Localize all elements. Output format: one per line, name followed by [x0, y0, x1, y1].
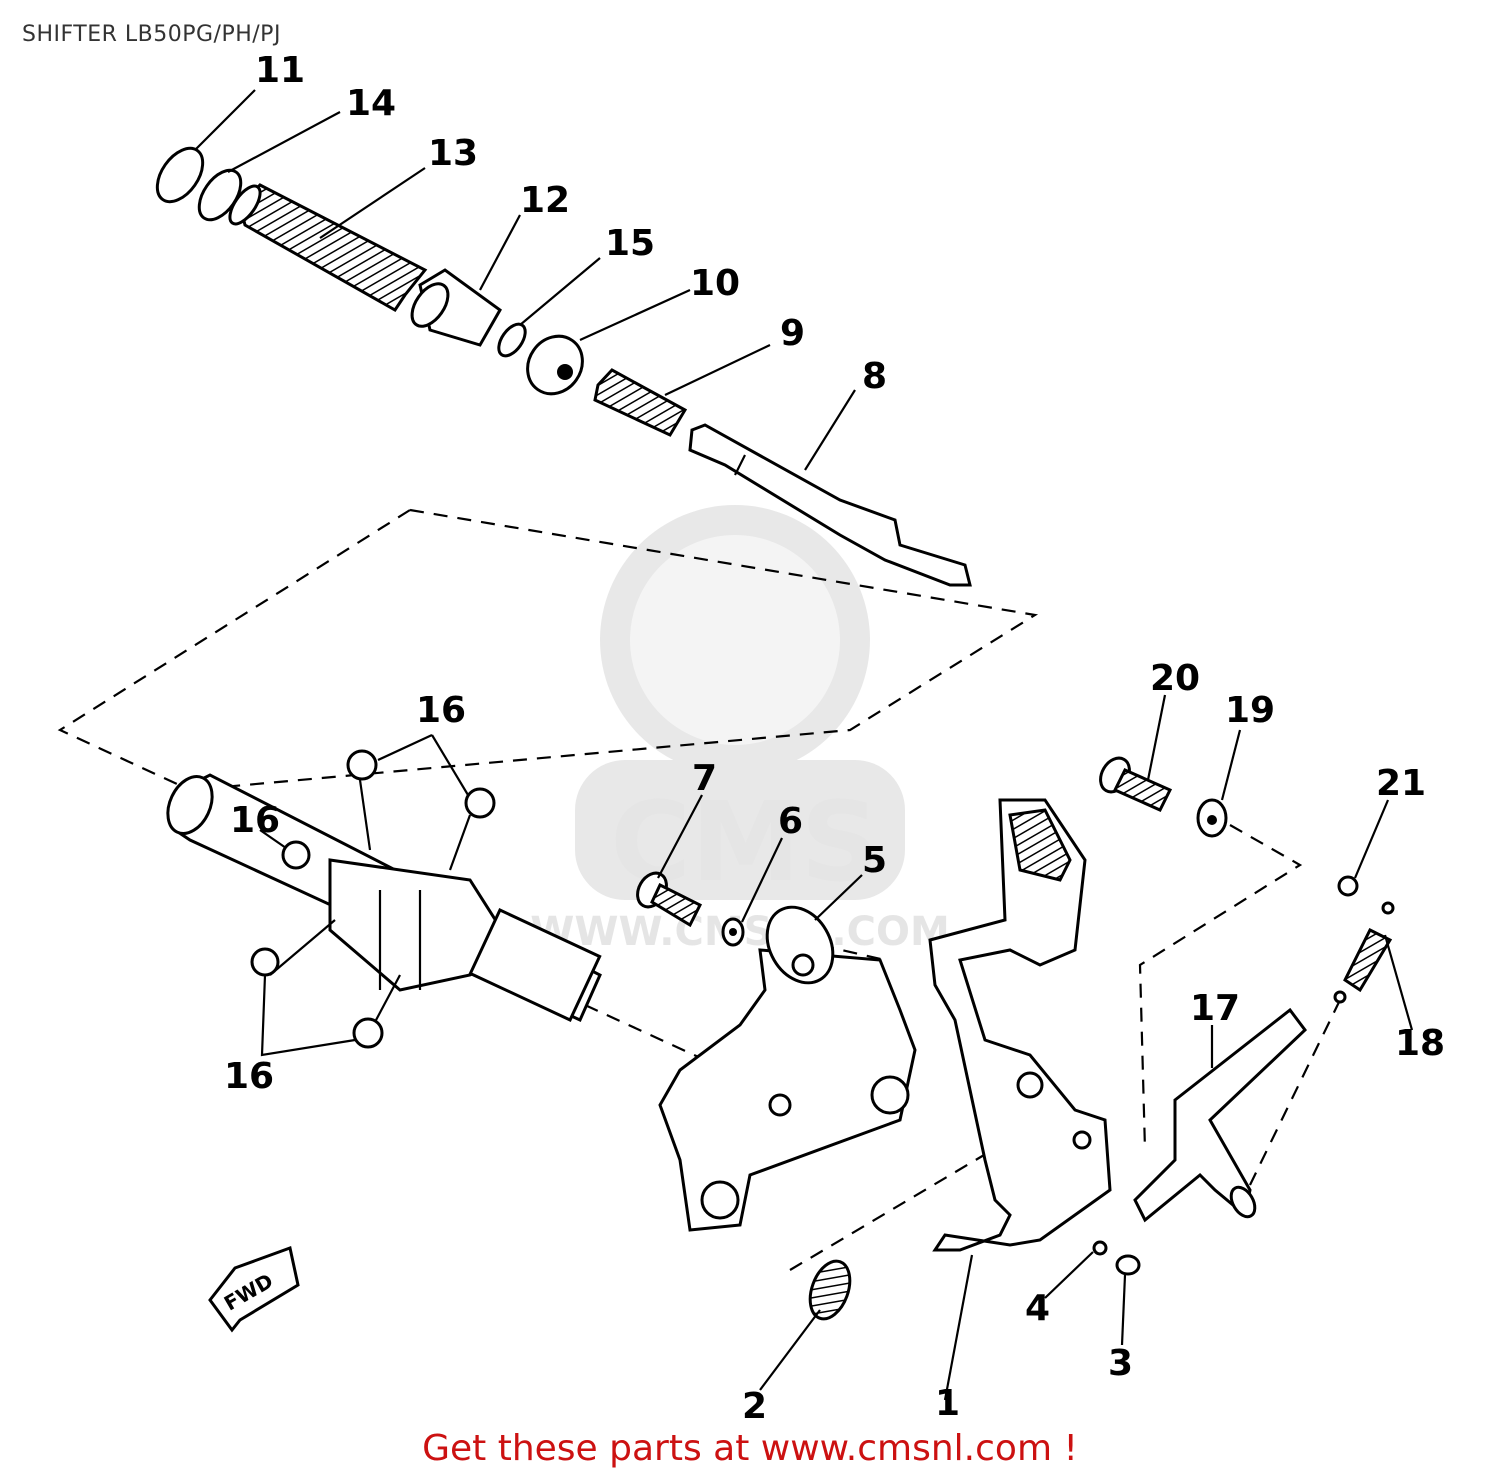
callout-3: 3 [1108, 1343, 1133, 1384]
callout-5: 5 [862, 840, 887, 881]
part-15-washer [497, 322, 527, 358]
callout-13: 13 [428, 133, 478, 174]
watermark-logo: CMS WWW.CMSNL.COM [530, 505, 950, 955]
footer-parts-link[interactable]: Get these parts at www.cmsnl.com ! [422, 1428, 1078, 1469]
callout-8: 8 [862, 356, 887, 397]
part-4-washer [1092, 1240, 1108, 1256]
callout-18: 19 [1225, 690, 1275, 731]
diagram-title: SHIFTER LB50PG/PH/PJ [22, 22, 281, 47]
callout-9: 9 [780, 313, 805, 354]
callout-12: 12 [520, 180, 570, 221]
part-19-bolt [1099, 756, 1173, 812]
callout-11: 11 [255, 50, 305, 91]
part-8-shift-shaft [688, 423, 972, 587]
part-20-spring [1333, 901, 1395, 1004]
callout-numbers: 11 14 13 12 15 10 9 8 16 16 16 7 6 5 20 … [224, 50, 1445, 1427]
part-18-washer [1196, 798, 1228, 838]
callout-15: 15 [605, 223, 655, 264]
part-17-lever [1133, 1007, 1308, 1223]
fwd-direction-mark: FWD [208, 1246, 300, 1333]
part-21-nut [1337, 875, 1359, 897]
part-3-nut [1115, 1254, 1141, 1276]
callout-1: 1 [935, 1383, 960, 1424]
part-12-collar [410, 268, 502, 347]
part-13-spring [228, 183, 428, 312]
callout-10: 10 [690, 263, 740, 304]
part-6-washer [721, 917, 745, 947]
callout-4: 4 [1025, 1288, 1050, 1329]
part-9-spring [593, 368, 688, 437]
callout-17: 17 [1190, 988, 1240, 1029]
callout-21: 21 [1376, 763, 1426, 804]
part-16-shift-drum [166, 749, 602, 1049]
callout-16-a: 16 [416, 690, 466, 731]
callout-7: 7 [692, 758, 717, 799]
part-11-circlip [155, 146, 205, 204]
part-1-shift-pedal [928, 798, 1112, 1252]
part-5-stopper-lever [658, 905, 917, 1232]
callout-6: 6 [778, 801, 803, 842]
part-2-seal [808, 1259, 852, 1321]
part-10-plunger [526, 334, 584, 396]
callout-2: 2 [742, 1386, 767, 1427]
callout-16-c: 16 [224, 1056, 274, 1097]
leader-lines [194, 89, 1414, 1401]
callout-20: 18 [1395, 1023, 1445, 1064]
part-7-bolt [636, 871, 703, 928]
callout-16-b: 16 [230, 800, 280, 841]
callout-19: 20 [1150, 658, 1200, 699]
callout-14: 14 [346, 83, 396, 124]
